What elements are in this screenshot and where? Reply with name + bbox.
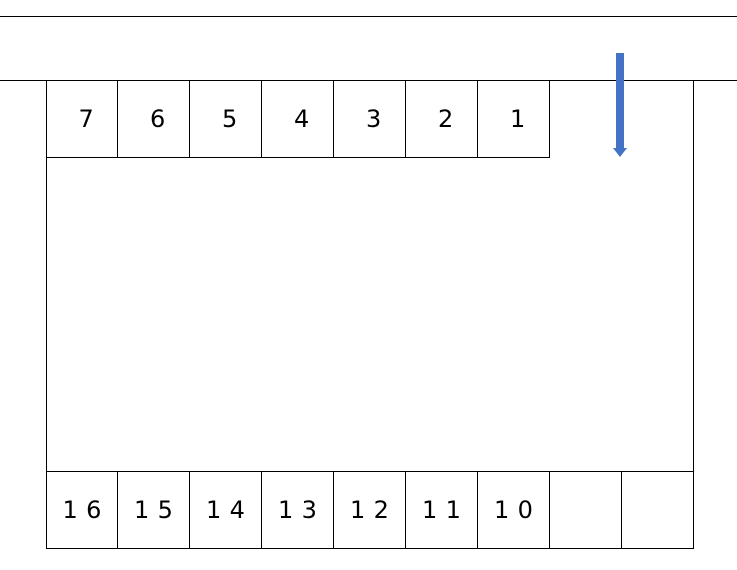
top-cell-7: 1 — [478, 80, 550, 158]
bottom-cell-8 — [550, 471, 622, 549]
top-cell-6: 2 — [406, 80, 478, 158]
arrow-shaft — [616, 53, 624, 149]
bottom-cell-7: 10 — [478, 471, 550, 549]
top-cell-5: 3 — [334, 80, 406, 158]
bottom-cell-5: 12 — [334, 471, 406, 549]
bottom-cell-4: 13 — [262, 471, 334, 549]
bottom-cell-6: 11 — [406, 471, 478, 549]
arrow-head — [613, 148, 627, 157]
bottom-cell-1: 16 — [46, 471, 118, 549]
top-cell-4: 4 — [262, 80, 334, 158]
down-arrow-icon — [613, 53, 627, 157]
top-cell-2: 6 — [118, 80, 190, 158]
top-cell-3: 5 — [190, 80, 262, 158]
bottom-cell-row: 16 15 14 13 12 11 10 — [46, 471, 694, 549]
bottom-cell-9 — [622, 471, 694, 549]
bottom-cell-2: 15 — [118, 471, 190, 549]
room-top-line — [0, 80, 737, 81]
top-cell-row: 7 6 5 4 3 2 1 — [46, 80, 550, 158]
bottom-cell-3: 14 — [190, 471, 262, 549]
top-boundary-line — [0, 16, 737, 17]
top-cell-1: 7 — [46, 80, 118, 158]
